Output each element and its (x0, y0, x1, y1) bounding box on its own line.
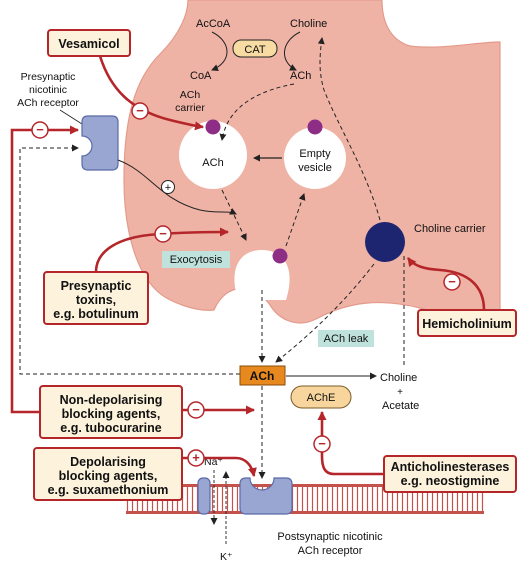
depolarising-plus-circle (187, 449, 205, 467)
presynaptic-toxins-minus-circle (154, 225, 172, 243)
exocytosis-label: Exocytosis (170, 254, 223, 266)
hemicholinium-minus-circle (443, 273, 461, 291)
cat-enzyme (232, 39, 278, 58)
vesicle-release-path (221, 189, 247, 241)
cleft-plus-label: + (397, 387, 403, 398)
empty-vesicle (284, 127, 346, 189)
empty-vesicle-dot (307, 119, 323, 135)
hemicholinium-label: Hemicholinium (422, 317, 512, 331)
cleft-ach-box (239, 365, 286, 386)
non-depolarising-label-3: e.g. tubocurarine (60, 421, 161, 435)
ach-carrier-label-2: carrier (175, 102, 205, 114)
exocytosis-pocket (234, 250, 290, 300)
postsyn-membrane-top (126, 484, 484, 487)
cleft-choline-label: Choline (380, 372, 417, 384)
non-depolarising-label-1: Non-depolarising (60, 393, 163, 407)
coa-label: CoA (190, 70, 212, 82)
choline-carrier (365, 222, 405, 262)
presynaptic-toxins-label-2: toxins, (76, 293, 116, 307)
presynaptic-toxins-label-3: e.g. botulinum (53, 307, 138, 321)
k-ion-label: K⁺ (220, 551, 233, 563)
non-depolarising-presyn-minus: − (36, 122, 44, 137)
ach-leak-label-bg (318, 330, 374, 347)
non-depolarising-label-2: blocking agents, (62, 407, 161, 421)
depolarising-label-1: Depolarising (70, 455, 146, 469)
cleft-ach-label: ACh (250, 369, 275, 383)
presyn-receptor-label-3: ACh receptor (17, 97, 79, 109)
presynaptic-toxins-minus: − (159, 226, 167, 241)
ach-carrier-label-1: ACh (180, 89, 201, 101)
vesamicol-minus-circle (131, 102, 149, 120)
postsynaptic-nicotinic-receptor (239, 477, 293, 515)
presyn-feedback-path (19, 144, 240, 375)
choline-carrier-label: Choline carrier (414, 223, 486, 235)
non-depolarising-postsyn-minus: − (192, 402, 200, 417)
anticholinesterases-label-1: Anticholinesterases (391, 460, 510, 474)
cat-label: CAT (244, 44, 265, 56)
exocytosis-label-bg (162, 251, 230, 268)
presyn-receptor-label-1: Presynaptic (21, 71, 76, 83)
depolarising-activate-arrow (182, 456, 257, 477)
presyn-receptor-label-2: nicotinic (29, 84, 67, 96)
choline-top-label: Choline (290, 18, 327, 30)
carrier-dot (205, 119, 221, 135)
non-depolarising-postsyn-minus-circle (187, 401, 205, 419)
acetyl-coa-to-coa-arrow (211, 31, 228, 72)
anticholinesterases-minus-circle (313, 435, 331, 453)
anticholinesterases-minus: − (318, 436, 326, 451)
presyn-facilitation-plus-circle (161, 180, 175, 194)
vesamicol-label: Vesamicol (58, 37, 119, 51)
vesamicol-inhibit-arrow (98, 55, 204, 131)
vesicle-recycle-path (285, 193, 306, 247)
ach-cytoplasm-label: ACh (290, 70, 311, 82)
presyn-receptor-leader (59, 109, 83, 125)
presynaptic-nicotinic-receptor (81, 115, 119, 171)
choline-reuptake-path (317, 37, 381, 221)
ion-channel (197, 477, 211, 515)
exocytosis-dot (272, 248, 288, 264)
empty-vesicle-label-1: Empty (299, 148, 331, 160)
presyn-receptor-to-release-arrow (117, 159, 237, 215)
hemicholinium-inhibit-arrow (406, 257, 486, 311)
depolarising-box (33, 447, 183, 501)
choline-to-ach-arrow (284, 31, 301, 71)
cleft-acetate-label: Acetate (382, 400, 419, 412)
depolarising-label-3: e.g. suxamethonium (48, 483, 169, 497)
presyn-facilitation-plus: + (165, 182, 171, 194)
postsyn-membrane-bottom (126, 511, 484, 514)
ach-leak-label: ACh leak (324, 333, 369, 345)
postsyn-receptor-label-1: Postsynaptic nicotinic (277, 531, 383, 543)
ach-leak-path (275, 263, 375, 363)
hemicholinium-box (417, 309, 517, 337)
hemicholinium-minus: − (448, 274, 456, 289)
ach-in-vesicle-label: ACh (202, 157, 223, 169)
ache-label: AChE (307, 392, 336, 404)
ache-enzyme (290, 385, 352, 409)
presynaptic-toxins-label-1: Presynaptic (61, 279, 132, 293)
non-depolarising-presyn-minus-circle (31, 121, 49, 139)
ach-uptake-arrow (219, 83, 295, 141)
vesamicol-minus: − (136, 103, 144, 118)
acetyl-coa-label: AcCoA (196, 18, 231, 30)
vesamicol-box (47, 29, 131, 57)
anticholinesterases-inhibit-arrow (317, 411, 384, 476)
anticholinesterases-label-2: e.g. neostigmine (401, 474, 500, 488)
depolarising-plus: + (192, 450, 200, 465)
empty-vesicle-label-2: vesicle (298, 162, 332, 174)
postsyn-receptor-label-2: ACh receptor (298, 545, 363, 557)
depolarising-label-2: blocking agents, (59, 469, 158, 483)
ach-vesicle (179, 121, 247, 189)
